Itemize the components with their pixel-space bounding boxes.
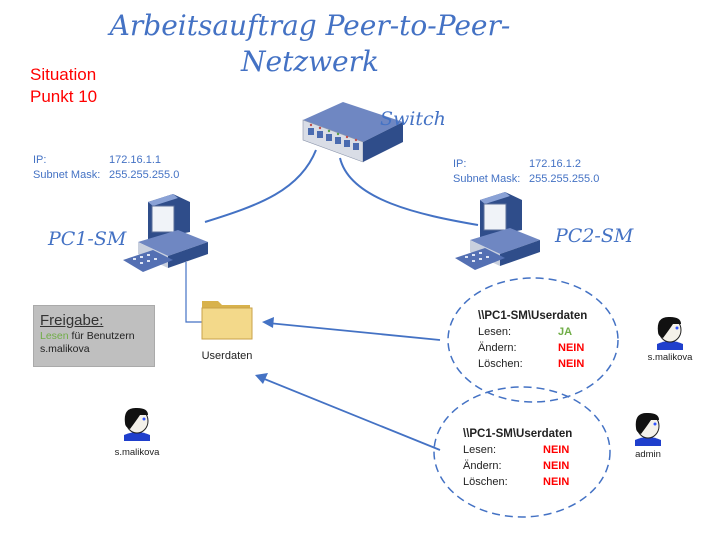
pc2-label: PC2-SM <box>555 225 634 247</box>
permission-1-row-change: Ändern: NEIN <box>478 340 587 356</box>
perm-label: Lesen: <box>478 326 512 338</box>
pc1-mask-value: 255.255.255.0 <box>109 169 180 181</box>
cable-pc1-switch <box>204 149 317 223</box>
perm-value: NEIN <box>558 358 585 370</box>
pc1-computer-icon <box>123 194 208 272</box>
switch-label: Switch <box>380 108 446 130</box>
pc2-ip-label: IP: <box>453 158 467 170</box>
perm-value: NEIN <box>543 460 570 472</box>
pc2-ip-info: IP: 172.16.1.2 Subnet Mask: 255.255.255.0 <box>453 157 599 187</box>
share-user: s.malikova <box>40 343 90 355</box>
user-avatar-icon <box>657 316 683 350</box>
pc2-ip-value: 172.16.1.2 <box>529 158 581 170</box>
permission-2-row-delete: Löschen: NEIN <box>463 474 572 490</box>
pc1-ip-value: 172.16.1.1 <box>109 154 161 166</box>
perm-value: JA <box>558 326 573 338</box>
pc1-label: PC1-SM <box>48 228 127 250</box>
share-heading: Freigabe: <box>40 312 104 329</box>
share-rest: für Benutzern <box>68 330 135 342</box>
page-title: Arbeitsauftrag Peer-to-Peer- Netzwerk <box>100 8 520 80</box>
pc2-mask-label: Subnet Mask: <box>453 173 521 185</box>
permission-bubble-1 <box>447 277 619 403</box>
arrow-permission-2 <box>261 377 441 451</box>
arrow-permission-1 <box>267 322 441 341</box>
pc1-ip-info: IP: 172.16.1.1 Subnet Mask: 255.255.255.0 <box>33 153 179 183</box>
perm-label: Ändern: <box>478 342 517 354</box>
link-pc1-folder <box>185 262 204 323</box>
folder-label: Userdaten <box>201 350 253 362</box>
permission-1-path: \\PC1-SM\Userdaten <box>478 310 588 322</box>
pc2-mask-value: 255.255.255.0 <box>529 173 600 185</box>
title-line-1: Arbeitsauftrag Peer-to-Peer- <box>109 9 511 42</box>
arrowhead-2 <box>255 373 268 384</box>
switch-icon <box>302 102 403 163</box>
perm-value: NEIN <box>558 342 585 354</box>
pc1-ip-label: IP: <box>33 154 47 166</box>
situation-line-1: Situation <box>30 65 97 84</box>
permission-2-user: admin <box>635 449 661 460</box>
permission-2-path: \\PC1-SM\Userdaten <box>463 428 573 440</box>
cable-switch-pc2 <box>339 157 479 226</box>
admin-avatar-icon <box>635 412 661 446</box>
perm-value: NEIN <box>543 476 570 488</box>
permission-1-user: s.malikova <box>647 352 693 363</box>
permission-panel-1: \\PC1-SM\Userdaten Lesen:JA Ändern:NEIN … <box>478 308 587 372</box>
permission-1-row-delete: Löschen: NEIN <box>478 356 587 372</box>
perm-label: Löschen: <box>478 358 523 370</box>
title-line-2: Netzwerk <box>241 45 379 78</box>
share-info-box: Freigabe: Lesen für Benutzern s.malikova <box>33 305 155 367</box>
left-user-avatar-icon <box>124 407 150 441</box>
permission-1-row-read: Lesen: JA <box>478 324 587 340</box>
pc2-computer-icon <box>455 192 540 270</box>
left-user-label: s.malikova <box>114 447 160 458</box>
pc1-mask-label: Subnet Mask: <box>33 169 101 181</box>
perm-label: Ändern: <box>463 460 502 472</box>
perm-value: NEIN <box>543 444 570 456</box>
permission-bubble-2 <box>433 386 611 518</box>
perm-label: Löschen: <box>463 476 508 488</box>
folder-icon[interactable] <box>200 295 256 341</box>
perm-label: Lesen: <box>463 444 497 456</box>
share-right: Lesen <box>40 330 69 342</box>
permission-2-row-read: Lesen: NEIN <box>463 442 572 458</box>
permission-panel-2: \\PC1-SM\Userdaten Lesen: NEIN Ändern: NEI… <box>463 426 572 490</box>
arrowhead-1 <box>262 317 274 328</box>
situation-label: Situation Punkt 10 <box>30 64 97 108</box>
permission-2-row-change: Ändern: NEIN <box>463 458 572 474</box>
situation-line-2: Punkt 10 <box>30 87 98 106</box>
